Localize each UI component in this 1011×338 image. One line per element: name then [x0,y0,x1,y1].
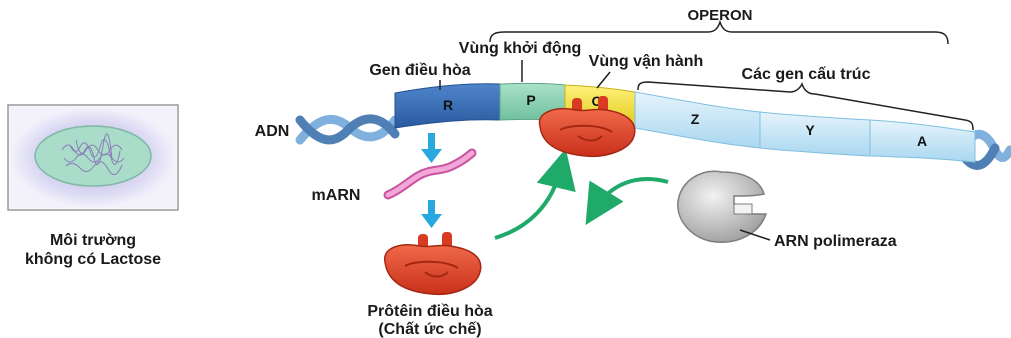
dna-label: ADN [255,123,290,140]
environment-label-line1: Môi trường [50,232,136,249]
rna-polymerase-icon [678,171,766,242]
repressor-label-line1: Prôtêin điều hòa [367,303,492,320]
promoter-label: Vùng khởi động [459,40,581,57]
operator-label: Vùng vận hành [589,53,704,70]
repressor-label-line2: (Chất ức chế) [378,321,481,338]
dna-helix-left [300,119,395,140]
segment-label-p: P [526,92,535,108]
polymerase-label: ARN polimeraza [774,233,897,250]
repressor-protein-icon [385,232,481,294]
regulatory-gene-label: Gen điều hòa [369,62,470,79]
environment-label-line2: không có Lactose [25,251,161,268]
segment-label-r: R [443,97,453,113]
cell-environment: Môi trường không có Lactose [8,105,178,268]
structural-genes-label: Các gen cấu trúc [742,66,871,83]
dna-strand: R P O Z Y A [395,83,975,162]
mrna-label: mARN [312,187,361,204]
segment-label-y: Y [805,122,815,138]
operon-label: OPERON [687,7,752,24]
polymerase-blocked-arrow [596,179,668,208]
segment-gene-y [760,112,870,156]
segment-label-a: A [917,133,927,149]
transcription-arrow [421,133,442,163]
segment-label-z: Z [691,111,700,127]
repressor-binding-arrow [495,168,561,238]
operator-pointer [597,72,610,88]
translation-arrow [421,200,442,228]
